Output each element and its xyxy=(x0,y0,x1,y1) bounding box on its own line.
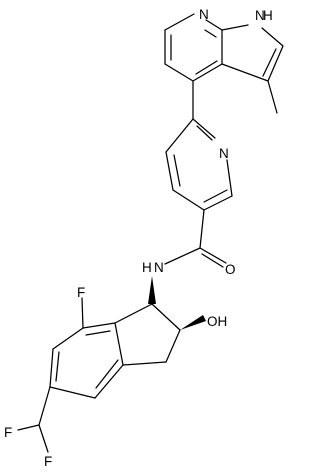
central-pyridine-ring xyxy=(165,118,233,211)
wedge-bond-n xyxy=(148,276,156,304)
azaindole-pyridine-ring xyxy=(164,13,223,82)
atom-label-f: F xyxy=(4,425,12,440)
indane-cyclopentane-ring xyxy=(114,276,206,366)
difluoromethyl-group xyxy=(17,386,51,453)
atom-label-n: N xyxy=(255,8,265,23)
atom-label-n: N xyxy=(154,260,164,275)
atom-label-oh: OH xyxy=(207,314,227,329)
atom-label-h: H xyxy=(263,8,273,23)
atom-label-f: F xyxy=(44,454,52,469)
indane-benzene-ring xyxy=(49,297,124,399)
amide-linker xyxy=(164,209,227,268)
azaindole-pyrrole-ring xyxy=(221,24,284,114)
molecule-structure-diagram: N H N N N H O F OH F F xyxy=(4,7,284,469)
atom-label-f: F xyxy=(77,285,85,300)
atom-label-n: N xyxy=(199,7,209,22)
wedge-bond-oh xyxy=(180,315,206,330)
atom-label-h: H xyxy=(142,260,152,275)
atom-label-n: N xyxy=(219,146,229,161)
atom-label-o: O xyxy=(225,262,236,277)
